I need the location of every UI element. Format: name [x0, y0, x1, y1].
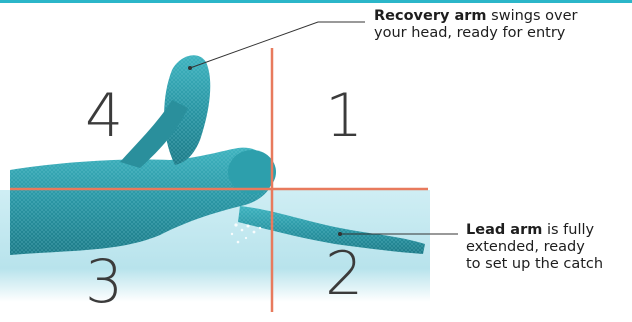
lead-arm-title: Lead arm — [466, 222, 542, 238]
quadrant-3-label: 3 — [85, 252, 123, 312]
quadrant-4-label: 4 — [85, 86, 123, 146]
recovery-arm-callout: Recovery arm swings over your head, read… — [374, 8, 624, 42]
recovery-arm-title: Recovery arm — [374, 8, 487, 24]
lead-arm-text-2: extended, ready — [466, 239, 585, 255]
recovery-arm-text-2: your head, ready for entry — [374, 25, 565, 41]
lead-arm-callout: Lead arm is fully extended, ready to set… — [466, 222, 626, 273]
quadrant-1-label: 1 — [325, 86, 363, 146]
recovery-arm-text-1: swings over — [491, 8, 577, 24]
lead-arm-text-3: to set up the catch — [466, 256, 603, 272]
recovery-leader-line — [190, 22, 365, 68]
quadrant-2-label: 2 — [325, 244, 363, 304]
lead-arm-text-1: is fully — [547, 222, 594, 238]
